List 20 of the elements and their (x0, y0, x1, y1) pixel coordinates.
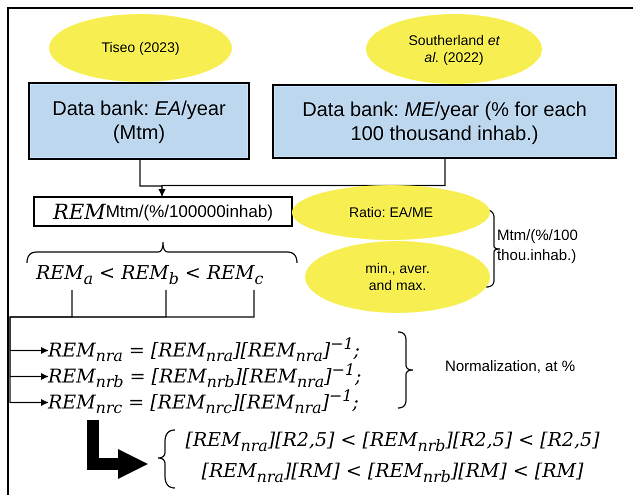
connector-arrow (9, 290, 167, 380)
ellipse-text: min., aver. and max. (364, 260, 431, 294)
result-box (33, 196, 293, 227)
ellipse-text: Tiseo (2023) (101, 39, 180, 57)
box-text: Data bank: ME/year (% for each 100 thousand inhab.) (301, 98, 588, 146)
box-text: REM (53, 200, 106, 224)
connector-arrow (9, 290, 73, 354)
equation: REM$_{a}$ < REM$_{b}$ < REM$_{c}$ (36, 262, 264, 288)
source-ellipse (292, 185, 490, 240)
equation: [REM$_{nra}$][R2,5] < [REM$_{nrb}$][R2,5] < [R2,5] (185, 428, 600, 458)
unit-label: Mtm/(%/100 thou.inhab.) (497, 226, 579, 265)
equation: [REM$_{nra}$][RM] < [REM$_{nrb}$][RM] < [RM] (202, 459, 584, 488)
box-text: Data bank: EA/year (Mtm) (51, 97, 227, 145)
data-box (28, 82, 250, 160)
note-label: Normalization, at % (445, 357, 576, 376)
ellipse-text: Ratio: EA/ME (348, 204, 434, 222)
box-text: Mtm/(%/100000inhab) (106, 202, 273, 222)
connector-arrow (9, 290, 255, 406)
ellipse-text: Southerland et al. (2022) (407, 32, 501, 66)
data-box (272, 84, 617, 159)
